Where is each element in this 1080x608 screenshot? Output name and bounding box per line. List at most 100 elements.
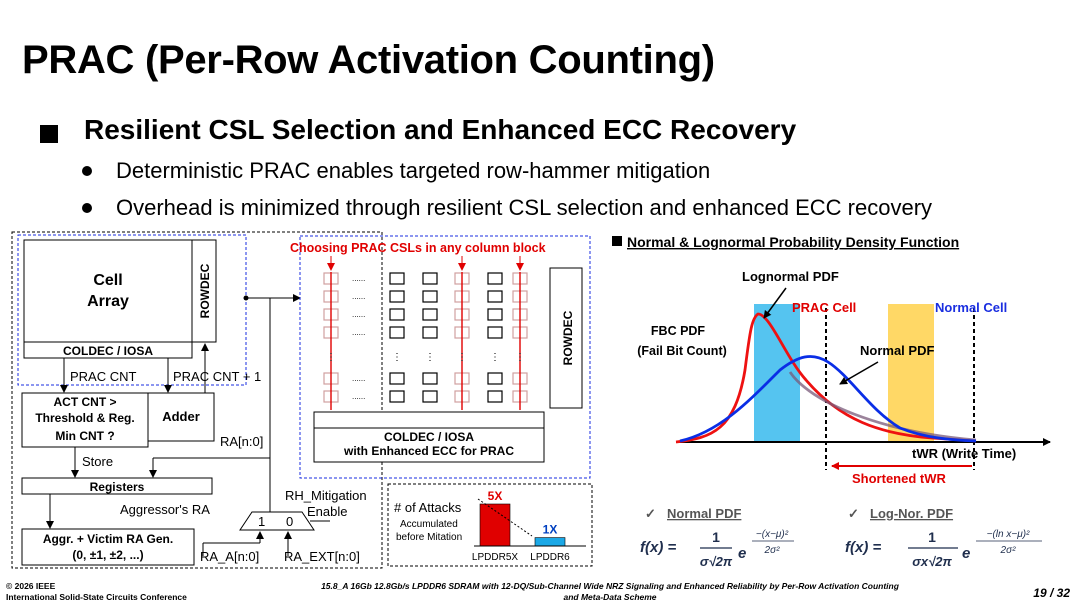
attack-bar-label: 5X xyxy=(488,489,503,503)
cell-ellipsis: ...... xyxy=(352,274,365,283)
paper-title-1: 15.8_A 16Gb 12.8Gb/s LPDDR6 SDRAM with 1… xyxy=(321,581,899,591)
footer-center: 15.8_A 16Gb 12.8Gb/s LPDDR6 SDRAM with 1… xyxy=(290,581,930,603)
ra-label: RA[n:0] xyxy=(220,434,263,449)
check-1: ✓ xyxy=(645,506,656,521)
aggr-gen-label-2: (0, ±1, ±2, ...) xyxy=(72,548,143,562)
svg-text:f(x) =: f(x) = xyxy=(845,539,881,556)
normal-cell-band xyxy=(888,304,934,442)
registers-label: Registers xyxy=(90,480,145,494)
attack-label-1: # of Attacks xyxy=(394,500,462,515)
rowdec-left xyxy=(191,239,217,343)
choosing-csl-label: Choosing PRAC CSLs in any column block xyxy=(290,241,546,255)
aggr-gen-label-1: Aggr. + Victim RA Gen. xyxy=(43,532,173,546)
registers-box xyxy=(21,477,213,495)
svg-text:−(x−μ)²: −(x−μ)² xyxy=(756,529,789,540)
memory-cell xyxy=(487,372,503,385)
memory-cell xyxy=(422,290,438,303)
mux-1: 1 xyxy=(258,514,265,529)
normal-cell-label: Normal Cell xyxy=(935,300,1007,315)
formula-normal: f(x) = 1 σ√2π e −(x−μ)² 2σ² xyxy=(640,529,794,569)
lognor-pdf-title: Log-Nor. PDF xyxy=(870,506,953,521)
mux xyxy=(239,511,315,531)
conference-name: International Solid-State Circuits Confe… xyxy=(6,592,187,602)
twr-label: tWR (Write Time) xyxy=(912,446,1016,461)
bullet-dot-1 xyxy=(82,166,92,176)
check-2: ✓ xyxy=(848,506,859,521)
aggr-gen-box xyxy=(21,528,195,566)
memory-cell xyxy=(487,272,503,285)
prac-cnt-label: PRAC CNT xyxy=(70,369,137,384)
cell-ellipsis: ...... xyxy=(352,292,365,301)
bullet-dot-2 xyxy=(82,203,92,213)
bullet-2: Overhead is minimized through resilient … xyxy=(116,195,933,220)
svg-text:e: e xyxy=(738,545,746,562)
memory-cell xyxy=(487,290,503,303)
vertical-ellipsis: ⋮ xyxy=(326,352,336,363)
svg-text:2σ²: 2σ² xyxy=(1000,545,1017,556)
page-number: 19 / 32 xyxy=(1033,586,1070,600)
footer-left: © 2026 IEEE International Solid-State Ci… xyxy=(6,581,187,603)
coldec-left xyxy=(23,341,193,359)
bullet-1: Deterministic PRAC enables targeted row-… xyxy=(116,158,711,183)
svg-text:1: 1 xyxy=(712,529,720,545)
ra-a-label: RA_A[n:0] xyxy=(200,549,259,564)
cell-array xyxy=(23,239,193,343)
coldec-ecc-top xyxy=(313,411,545,429)
vertical-ellipsis: ⋮ xyxy=(515,352,525,363)
rh-mitigation-label-1: RH_Mitigation xyxy=(285,488,367,503)
rowdec-right-label: ROWDEC xyxy=(561,310,575,365)
copyright: © 2026 IEEE xyxy=(6,581,56,591)
attack-bar-lpddr6 xyxy=(534,537,566,547)
pdf-square-bullet xyxy=(612,236,622,246)
coldec-ecc-box xyxy=(313,427,545,463)
act-cnt-box xyxy=(21,392,149,448)
fbc-label-2: (Fail Bit Count) xyxy=(637,344,727,358)
svg-text:f(x) =: f(x) = xyxy=(640,539,676,556)
memory-cell xyxy=(389,326,405,339)
cell-grid: ....................................⋮⋮⋮⋮… xyxy=(323,272,528,410)
memory-cell xyxy=(422,390,438,403)
memory-cell xyxy=(422,372,438,385)
attack-bar-category: LPDDR5X xyxy=(472,552,518,563)
adder-label: Adder xyxy=(162,409,200,424)
cell-ellipsis: ...... xyxy=(352,392,365,401)
rh-mitigation-label-2: Enable xyxy=(307,504,347,519)
mux-0: 0 xyxy=(286,514,293,529)
cell-ellipsis: ...... xyxy=(352,310,365,319)
memory-cell xyxy=(422,272,438,285)
svg-text:e: e xyxy=(962,545,970,562)
page-title: PRAC (Per-Row Activation Counting) xyxy=(22,38,715,82)
pdf-title: Normal & Lognormal Probability Density F… xyxy=(627,234,959,250)
csl-arrows xyxy=(327,256,524,271)
memory-cell xyxy=(487,308,503,321)
vertical-ellipsis: ⋮ xyxy=(490,352,500,363)
attack-label-2: Accumulated xyxy=(400,519,458,530)
svg-text:σ√2π: σ√2π xyxy=(700,554,733,569)
rowdec-right xyxy=(549,267,583,409)
memory-cell xyxy=(487,326,503,339)
memory-cell xyxy=(422,308,438,321)
section-heading: Resilient CSL Selection and Enhanced ECC… xyxy=(84,114,797,145)
memory-cell xyxy=(389,390,405,403)
formula-lognormal: f(x) = 1 σx√2π e −(ln x−μ)² 2σ² xyxy=(845,529,1042,569)
coldec-ecc-label-1: COLDEC / IOSA xyxy=(384,430,474,444)
cell-array-label-1: Cell xyxy=(93,272,122,289)
fbc-label-1: FBC PDF xyxy=(651,324,706,338)
memory-cell xyxy=(389,308,405,321)
paper-title-2: and Meta-Data Scheme xyxy=(563,592,657,602)
svg-text:1: 1 xyxy=(928,529,936,545)
cell-array-blue-box xyxy=(17,234,247,386)
svg-text:−(ln x−μ)²: −(ln x−μ)² xyxy=(987,529,1030,540)
rowdec-left-label: ROWDEC xyxy=(198,263,212,318)
memory-cell xyxy=(389,290,405,303)
svg-text:2σ²: 2σ² xyxy=(764,545,781,556)
cell-ellipsis: ...... xyxy=(352,328,365,337)
shortened-label: Shortened tWR xyxy=(852,471,946,486)
attack-label-3: before Mitation xyxy=(396,532,462,543)
memory-cell xyxy=(389,372,405,385)
store-label: Store xyxy=(82,454,113,469)
svg-text:σx√2π: σx√2π xyxy=(912,554,952,569)
cell-array-label-2: Array xyxy=(87,293,129,310)
normal-pdf-label: Normal PDF xyxy=(860,343,934,358)
